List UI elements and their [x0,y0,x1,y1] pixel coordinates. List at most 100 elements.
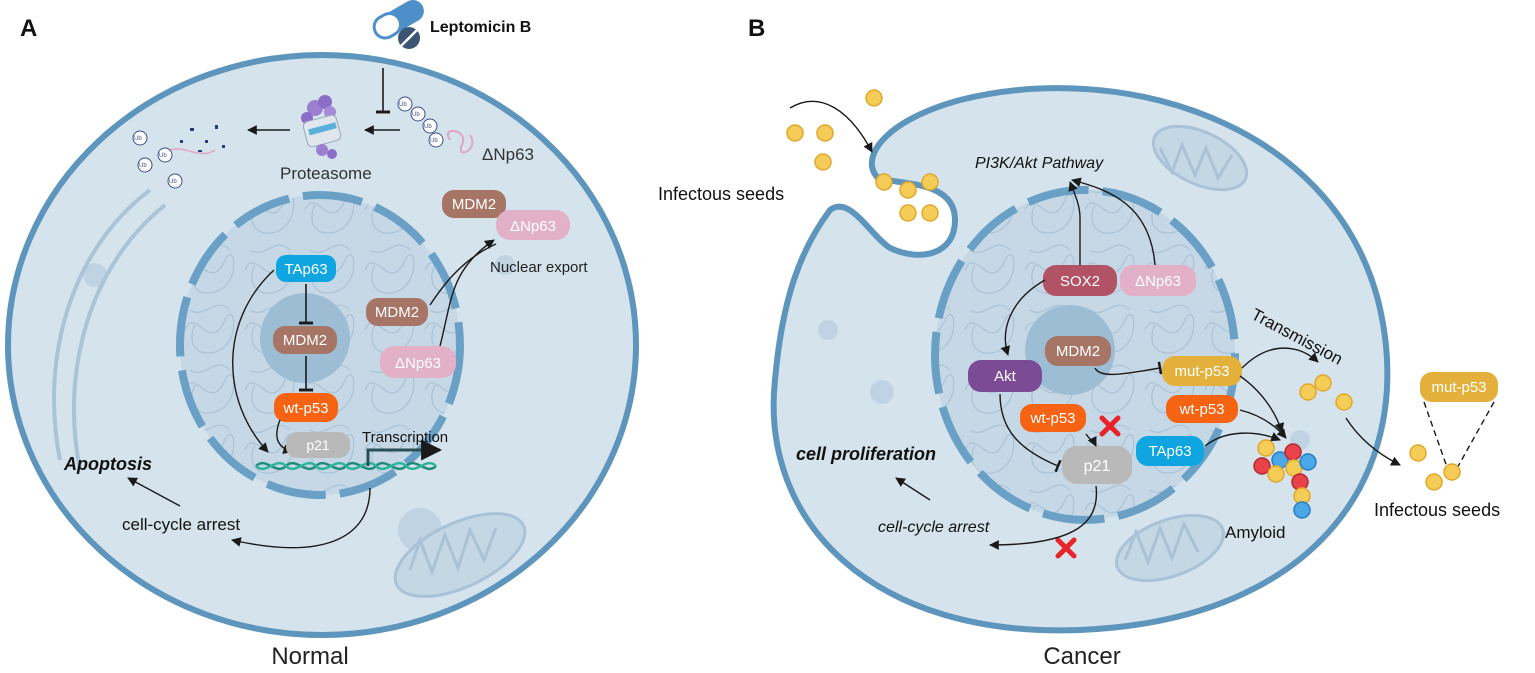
arrest-label-b: cell-cycle arrest [878,519,990,536]
vesicle [495,255,515,275]
vesicle [870,380,894,404]
mitochondrion [1115,513,1225,583]
pathway-label: PI3K/Akt Pathway [975,155,1104,172]
mitochondrion [393,512,527,598]
proteasome-icon [301,95,342,159]
pill-icon [372,0,424,49]
dashed-line [1455,401,1495,471]
vesicle [83,263,107,287]
mutp53-pill [1162,356,1242,386]
mdm2-b-pill [1045,336,1111,366]
arrow-mutp53-amyloid [1239,375,1284,433]
akt-label: Akt [994,368,1017,385]
arrow-wtp53-amyloid [1239,409,1287,439]
block-x-icon [1099,415,1121,437]
wtp53-b-left-pill [1020,404,1086,432]
amyloid-cluster [1253,439,1317,519]
arrow-transmission [1241,347,1319,369]
dna-helix [255,461,437,471]
panel-b-letter: B [748,15,765,42]
nuclear-export-label: Nuclear export [490,259,588,276]
dashed-line [1423,401,1449,471]
infectous-seeds-in-label: Infectous seeds [658,184,784,204]
svg-text:Ub: Ub [412,112,420,118]
apoptosis-label: Apoptosis [63,454,152,474]
arrow-proliferation [895,477,931,501]
arrow-seeds-in [789,100,873,153]
arrow-seeds-out [1345,417,1401,466]
svg-text:Ub: Ub [424,124,432,130]
arrow-export [439,239,495,347]
mutp53-label: mut-p53 [1174,363,1229,380]
arrow-arrest-a [231,487,371,549]
proteasome-label: Proteasome [280,164,372,183]
dnp63-b-pill [1120,265,1196,296]
panel-a-letter: A [20,15,37,42]
mdm2-export-pill [442,190,506,218]
inhibit-mutp53 [1094,361,1163,376]
tap63-pill [276,255,336,282]
mdm2-center-pill [273,326,337,354]
wtp53-b-right-label: wt-p53 [1178,401,1224,418]
dnp63-squiggle [447,129,474,154]
arrow-apoptosis [127,477,181,507]
tap63-b-pill [1136,436,1204,466]
drug-label: Leptomicin B [430,19,531,36]
tap63-label: TAp63 [284,261,327,278]
dnp63-nuclear-pill [380,346,456,378]
seeds-incoming [786,89,939,222]
dnp63-b-label: ΔNp63 [1135,273,1181,290]
er-arc [72,203,167,471]
arrow-wtp53-p21 [1085,433,1097,447]
arrest-label-a: cell-cycle arrest [122,515,240,534]
vesicle [818,320,838,340]
p21-b-pill [1062,446,1132,484]
infectous-seeds-out-label: Infectous seeds [1374,500,1500,520]
svg-text:Ub: Ub [134,136,142,142]
caption-normal: Normal [271,643,348,668]
svg-text:Ub: Ub [399,102,407,108]
p21-label: p21 [306,437,330,453]
svg-text:Ub: Ub [430,138,438,144]
mutp53-out-label: mut-p53 [1431,379,1486,396]
nuclear-envelope-a [176,191,464,499]
inhibit-akt-p21 [999,393,1062,473]
arrow-sox2-akt [1000,279,1046,356]
proliferation-label: cell proliferation [796,444,936,464]
dnp63-cyto-label: ΔNp63 [482,145,534,164]
tap63-b-label: TAp63 [1148,443,1191,460]
wtp53-label: wt-p53 [282,400,328,417]
dnp63-export-pill [496,210,570,240]
p21-pill [286,432,350,458]
caption-cancer: Cancer [1043,643,1120,668]
arrow-tap63-dna [232,269,275,453]
wtp53-b-left-label: wt-p53 [1029,410,1075,427]
block-x-icon [1055,537,1077,559]
ub-chain: Ub Ub Ub Ub [397,96,444,148]
transcription-arrow [366,439,443,466]
wtp53-pill [274,393,338,422]
svg-text:Ub: Ub [159,153,167,159]
mdm2-nuclear-label: MDM2 [375,304,419,321]
sox2-label: SOX2 [1060,273,1100,290]
seeds-outgoing [1299,374,1353,411]
svg-text:Ub: Ub [139,163,147,169]
panel-a: A Leptomicin B Ub [5,0,639,670]
wtp53-b-right-pill [1166,395,1238,423]
akt-pill [968,360,1042,392]
svg-text:Ub: Ub [169,179,177,185]
peptide-fragments [169,125,225,155]
arrow-export-2 [429,243,497,306]
er-arc [52,188,152,461]
amyloid-label: Amyloid [1225,523,1285,542]
nuclear-envelope-b [931,186,1239,524]
mitochondrion [1151,124,1249,192]
arrow-tap63-amyloid [1204,432,1281,447]
transcription-label: Transcription [362,429,448,446]
sox2-pill [1043,265,1117,296]
mdm2-nuclear-pill [366,298,428,326]
arrow-p21-arrest [989,485,1098,550]
mdm2-b-label: MDM2 [1056,343,1100,360]
arrow-dnp63-pathway [1071,177,1156,266]
